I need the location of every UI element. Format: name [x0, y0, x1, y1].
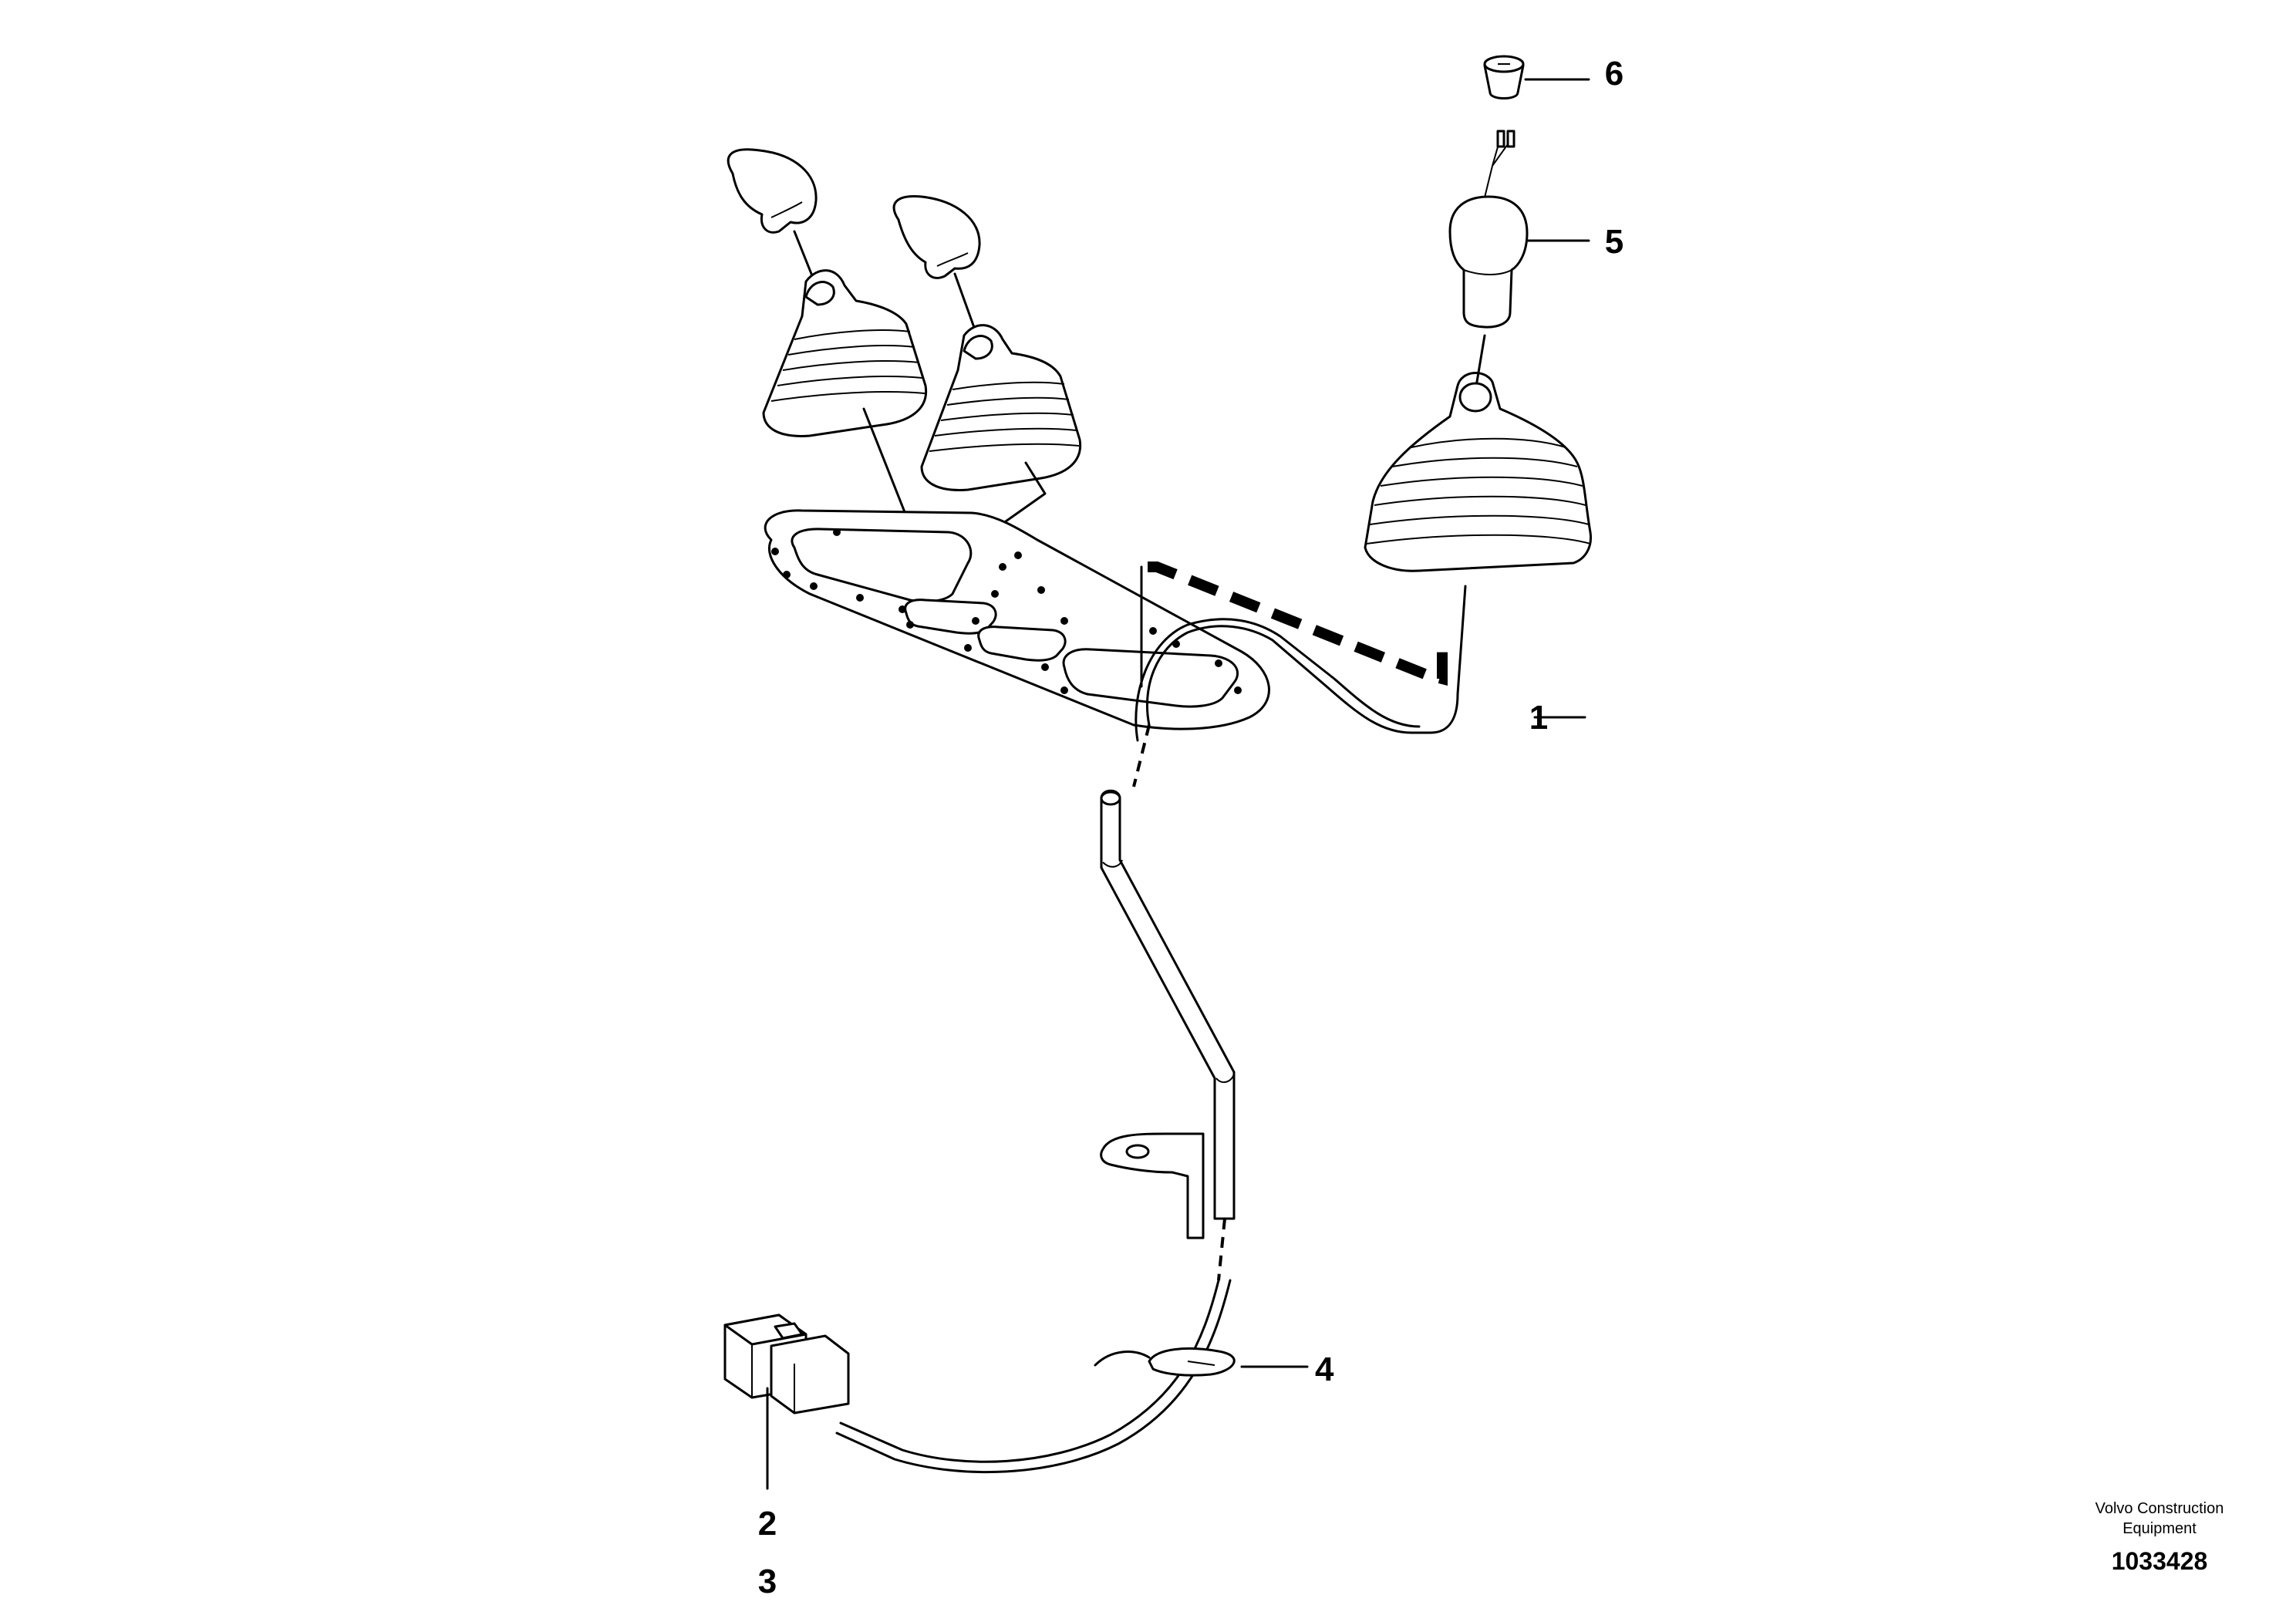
drawing-number: 1033428	[2112, 1547, 2208, 1575]
cable-conduit	[1100, 789, 1236, 1220]
conduit-dashed-link	[1217, 1218, 1226, 1281]
lower-cable	[835, 1279, 1232, 1474]
knob-cap	[1483, 55, 1525, 99]
middle-lever-knob	[892, 194, 981, 279]
right-joystick-boot	[1364, 372, 1593, 572]
callout-6: 6	[1605, 55, 1623, 93]
callout-5: 5	[1605, 223, 1623, 261]
electrical-connector	[723, 1313, 850, 1415]
harness-dashed-link	[1132, 724, 1151, 787]
plate-holes	[771, 528, 1242, 694]
base-plate	[764, 509, 1270, 730]
joystick-leader	[1475, 334, 1486, 383]
company-name-line2: Equipment	[2122, 1520, 2197, 1537]
wiring-harness	[1135, 561, 1467, 742]
callout-4: 4	[1315, 1351, 1334, 1388]
callout-1: 1	[1529, 699, 1548, 737]
callout-2: 2	[758, 1505, 777, 1543]
middle-lever-leader	[953, 272, 977, 333]
callout-3: 3	[758, 1563, 777, 1600]
middle-rubber-boot	[920, 324, 1082, 491]
left-lever-knob	[727, 148, 818, 234]
cable-tie	[1094, 1347, 1236, 1377]
company-name-line1: Volvo Construction	[2095, 1500, 2224, 1517]
left-rubber-boot	[762, 269, 928, 437]
joystick-knob	[1448, 130, 1529, 329]
mounting-bracket	[1100, 1132, 1205, 1239]
